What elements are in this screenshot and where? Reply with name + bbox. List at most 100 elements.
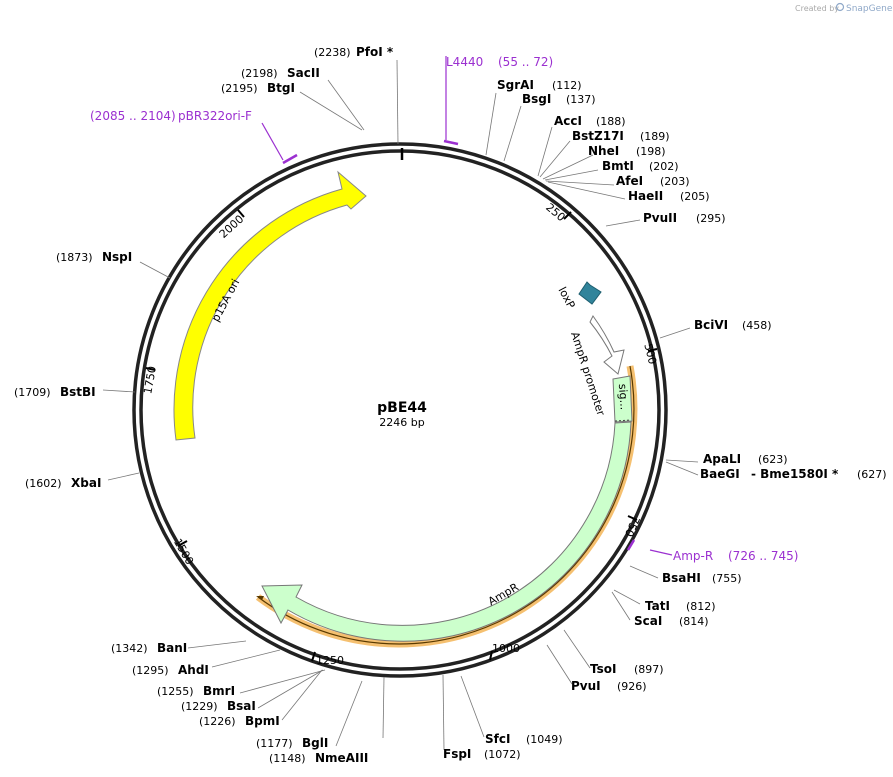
site-bmri-name: BmrI [203, 684, 235, 698]
site-bmti-name: BmtI [602, 159, 634, 173]
credit-brand: SnapGene [846, 4, 893, 14]
site-apali[interactable]: ApaLI (623) [703, 452, 788, 466]
site-pvuii-name: PvuII [643, 211, 677, 225]
site-bsgi-name: BsgI [522, 92, 551, 106]
site-bcivi-pos: (458) [742, 319, 772, 332]
site-tsoi-name: TsoI [590, 662, 616, 676]
site-bpmi[interactable]: (1226) BpmI [199, 714, 280, 728]
tick-mark-2000 [237, 209, 245, 218]
site-sacii-pos: (2198) [241, 67, 278, 80]
site-sgrai-name: SgrAI [497, 78, 534, 92]
tick-mark-1250 [311, 651, 316, 662]
site-bmri[interactable]: (1255) BmrI [157, 684, 235, 698]
site-nhei[interactable]: NheI (198) [588, 144, 666, 158]
site-bme1580i-name: - Bme1580I * [751, 467, 839, 481]
feature-label-sig: sig... [616, 383, 631, 410]
site-bani[interactable]: (1342) BanI [111, 641, 187, 655]
site-baegi-pos: (627) [857, 468, 887, 481]
site-bsgi[interactable]: BsgI (137) [522, 92, 596, 106]
site-pvui[interactable]: PvuI (926) [571, 679, 647, 693]
tick-mark-1000 [489, 650, 493, 661]
site-bgli[interactable]: (1177) BglI [256, 736, 328, 750]
site-bmti-pos: (202) [649, 160, 679, 173]
tick-mark-750 [627, 515, 638, 521]
site-bstz17i[interactable]: BstZ17I (189) [572, 129, 670, 143]
site-btgi[interactable]: (2195) BtgI [221, 81, 295, 95]
site-haeii-name: HaeII [628, 189, 663, 203]
site-acci-pos: (188) [596, 115, 626, 128]
feature-label-ampr-promoter: AmpR promoter [568, 330, 608, 418]
feature-sig[interactable] [612, 375, 633, 423]
tick-mark-1500 [177, 540, 188, 547]
tick-mark-500 [647, 348, 658, 352]
site-pvui-name: PvuI [571, 679, 601, 693]
site-xbai-pos: (1602) [25, 477, 62, 490]
site-tsoi[interactable]: TsoI (897) [590, 662, 664, 676]
site-nspi-pos: (1873) [56, 251, 93, 264]
plasmid-name: pBE44 [377, 400, 427, 416]
tick-label-250: 250 [543, 201, 567, 224]
tick-label-1750: 1750 [141, 365, 159, 395]
site-afei[interactable]: AfeI (203) [616, 174, 690, 188]
site-scai[interactable]: ScaI (814) [634, 614, 709, 628]
site-fspi-pos: (1072) [484, 748, 521, 761]
plasmid-size: 2246 bp [379, 416, 424, 429]
tick-label-500: 500 [641, 342, 659, 366]
site-haeii[interactable]: HaeII (205) [628, 189, 710, 203]
feature-ampr-promoter[interactable] [589, 315, 625, 375]
site-bstz17i-pos: (189) [640, 130, 670, 143]
site-bcivi-name: BciVI [694, 318, 728, 332]
site-sacii-name: SacII [287, 66, 320, 80]
site-pfoi-pos: (2238) [314, 46, 351, 59]
site-pvuii-pos: (295) [696, 212, 726, 225]
site-bstbi[interactable]: (1709) BstBI [14, 385, 96, 399]
primer-l4440-marker[interactable] [443, 56, 459, 146]
site-tati-name: TatI [645, 599, 670, 613]
site-tati[interactable]: TatI (812) [645, 599, 716, 613]
site-xbai[interactable]: (1602) XbaI [25, 476, 101, 490]
site-sacii[interactable]: (2198) SacII [241, 66, 320, 80]
site-bpmi-pos: (1226) [199, 715, 236, 728]
site-bsai[interactable]: (1229) BsaI [181, 699, 256, 713]
site-pfoi[interactable]: (2238) PfoI * [314, 45, 394, 59]
site-sgrai-pos: (112) [552, 79, 582, 92]
site-ahdi[interactable]: (1295) AhdI [132, 663, 209, 677]
credit-prefix: Created by [795, 4, 839, 13]
site-bstz17i-name: BstZ17I [572, 129, 624, 143]
site-nspi[interactable]: (1873) NspI [56, 250, 132, 264]
site-sfci[interactable]: SfcI (1049) [485, 732, 563, 746]
primer-amp-r-range: (726 .. 745) [728, 549, 798, 563]
site-pvuii[interactable]: PvuII (295) [643, 211, 726, 225]
site-pfoi-name: PfoI * [356, 45, 394, 59]
site-nmeaiii-pos: (1148) [269, 752, 306, 765]
primer-amp-r-name: Amp-R [673, 549, 713, 563]
site-sgrai[interactable]: SgrAI (112) [497, 78, 582, 92]
site-baegi-name: BaeGI [700, 467, 740, 481]
snapgene-logo-icon [835, 2, 845, 12]
primer-amp-r-marker[interactable] [626, 539, 673, 556]
primer-pbr322ori-f-marker[interactable] [261, 122, 298, 165]
primer-pbr322ori-f-range: (2085 .. 2104) [90, 109, 176, 123]
site-bmti[interactable]: BmtI (202) [602, 159, 679, 173]
site-nmeaiii-name: NmeAIII [315, 751, 368, 765]
site-nmeaiii[interactable]: (1148) NmeAIII [269, 751, 368, 765]
site-fspi[interactable]: FspI (1072) [443, 747, 521, 761]
site-bmri-pos: (1255) [157, 685, 194, 698]
site-sfci-name: SfcI [485, 732, 510, 746]
site-apali-pos: (623) [758, 453, 788, 466]
site-acci[interactable]: AccI (188) [554, 114, 626, 128]
site-leader-lines [102, 59, 699, 751]
site-bgli-pos: (1177) [256, 737, 293, 750]
feature-loxp[interactable] [578, 281, 602, 305]
site-bcivi[interactable]: BciVI (458) [694, 318, 772, 332]
site-ahdi-pos: (1295) [132, 664, 169, 677]
ampr-orf-highlight [255, 365, 638, 648]
site-nhei-pos: (198) [636, 145, 666, 158]
site-baegi[interactable]: BaeGI - Bme1580I * (627) [700, 467, 887, 481]
site-bstbi-name: BstBI [60, 385, 96, 399]
feature-p15a-ori[interactable] [173, 170, 367, 441]
site-bsahi[interactable]: BsaHI (755) [662, 571, 742, 585]
feature-ampr[interactable] [261, 421, 632, 642]
